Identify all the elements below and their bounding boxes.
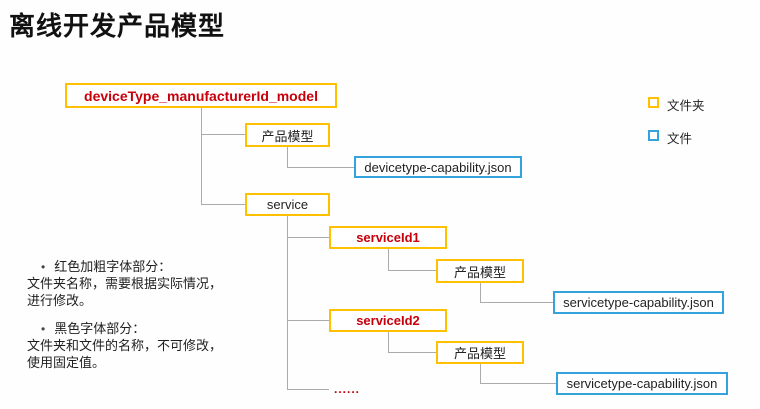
connector-line: [201, 204, 245, 205]
more-services-ellipsis: ......: [334, 382, 361, 396]
connector-line: [287, 146, 288, 167]
node-product-model-2: 产品模型: [436, 259, 524, 283]
connector-line: [287, 167, 354, 168]
bullet-icon: •: [41, 322, 46, 336]
connector-line: [388, 270, 436, 271]
note-line: 文件夹和文件的名称，不可修改，: [27, 338, 223, 353]
page-title: 离线开发产品模型: [9, 11, 226, 41]
connector-line: [480, 302, 553, 303]
connector-line: [388, 248, 389, 271]
file-swatch-icon: [648, 130, 659, 141]
connector-line: [287, 237, 329, 238]
connector-line: [201, 107, 202, 205]
connector-line: [287, 215, 288, 389]
node-service: service: [245, 193, 330, 216]
node-product-model-1: 产品模型: [245, 123, 330, 147]
node-product-model-3: 产品模型: [436, 341, 524, 364]
node-servicetype-capability-json-1: servicetype-capability.json: [553, 291, 724, 314]
connector-line: [480, 282, 481, 302]
node-devicetype-capability-json: devicetype-capability.json: [354, 156, 522, 178]
node-devicetype-manufacturerid-model: deviceType_manufacturerId_model: [65, 83, 337, 108]
note-heading: 黑色字体部分：: [54, 321, 146, 336]
connector-line: [388, 331, 389, 352]
note-red-bold-text: • 红色加粗字体部分： 文件夹名称，需要根据实际情况， 进行修改。: [27, 256, 242, 309]
node-serviceid2: serviceId2: [329, 309, 447, 332]
note-line: 使用固定值。: [27, 355, 106, 370]
legend-file-label: 文件: [667, 132, 693, 146]
legend-folder-label: 文件夹: [667, 99, 705, 113]
note-line: 文件夹名称，需要根据实际情况，: [27, 276, 223, 291]
node-serviceid1: serviceId1: [329, 226, 447, 249]
connector-line: [287, 320, 329, 321]
note-line: 进行修改。: [27, 293, 93, 308]
note-black-text: • 黑色字体部分： 文件夹和文件的名称，不可修改， 使用固定值。: [27, 318, 242, 371]
node-servicetype-capability-json-2: servicetype-capability.json: [556, 372, 728, 395]
connector-line: [480, 363, 481, 383]
connector-line: [201, 134, 245, 135]
connector-line: [388, 352, 436, 353]
bullet-icon: •: [41, 260, 46, 274]
connector-line: [480, 383, 556, 384]
folder-swatch-icon: [648, 97, 659, 108]
connector-line: [287, 389, 329, 390]
note-heading: 红色加粗字体部分：: [54, 259, 172, 274]
